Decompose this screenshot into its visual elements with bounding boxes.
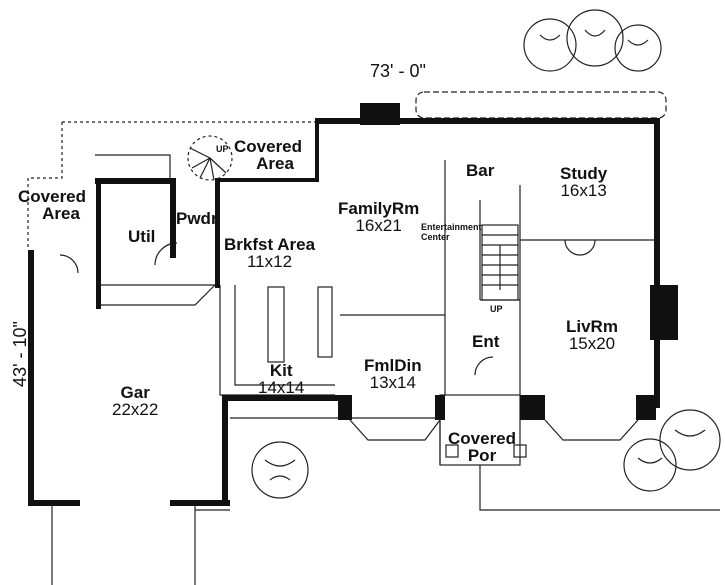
spiral-stair-icon: [187, 135, 233, 181]
tree-icon: [523, 9, 662, 72]
room-label-study: Study 16x13: [560, 164, 608, 200]
width-dimension: 73' - 0": [370, 61, 426, 81]
room-label-familyrm: FamilyRm 16x21: [338, 199, 420, 235]
room-label-bar: Bar: [466, 161, 495, 180]
room-label-gar: Gar 22x22: [112, 383, 159, 419]
room-label-livrm: LivRm 15x20: [566, 317, 618, 353]
room-label-covered-por: Covered Por: [448, 429, 517, 465]
entertainment-center-label: Entertainment Center: [421, 222, 482, 242]
room-label-fmldin: FmlDin 13x14: [364, 356, 422, 392]
stair-up-label: UP: [490, 304, 503, 314]
room-label-brkfst-area: Brkfst Area 11x12: [224, 235, 316, 271]
room-label-pwdr: Pwdr: [176, 209, 218, 228]
staircase: [481, 224, 519, 301]
walls: [28, 103, 678, 506]
tree-icon: [251, 441, 309, 499]
room-label-util: Util: [128, 227, 156, 246]
hedge: [415, 91, 667, 119]
room-label-kit: Kit 14x14: [258, 361, 305, 397]
room-label-ent: Ent: [472, 332, 500, 351]
room-label-covered-area-top: UP Covered Area: [216, 137, 303, 173]
room-label-covered-area-left: Covered Area: [18, 187, 87, 223]
depth-dimension: 43' - 10": [10, 321, 30, 387]
tree-icon: [623, 409, 721, 492]
